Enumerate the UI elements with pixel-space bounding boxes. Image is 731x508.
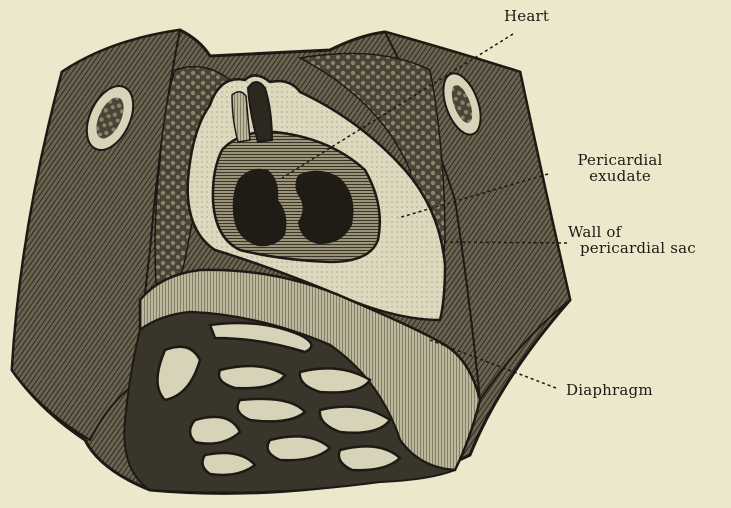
label-diaphragm: Diaphragm xyxy=(566,382,653,398)
label-wall-of-pericardial-sac: Wall of pericardial sac xyxy=(568,224,696,256)
label-heart: Heart xyxy=(504,8,549,24)
label-pericardial-exudate: Pericardial exudate xyxy=(560,152,680,184)
label-wall-line2: pericardial sac xyxy=(568,240,696,256)
label-pericardial-exudate-line1: Pericardial xyxy=(560,152,680,168)
label-wall-line1: Wall of xyxy=(568,224,696,240)
label-pericardial-exudate-line2: exudate xyxy=(560,168,680,184)
